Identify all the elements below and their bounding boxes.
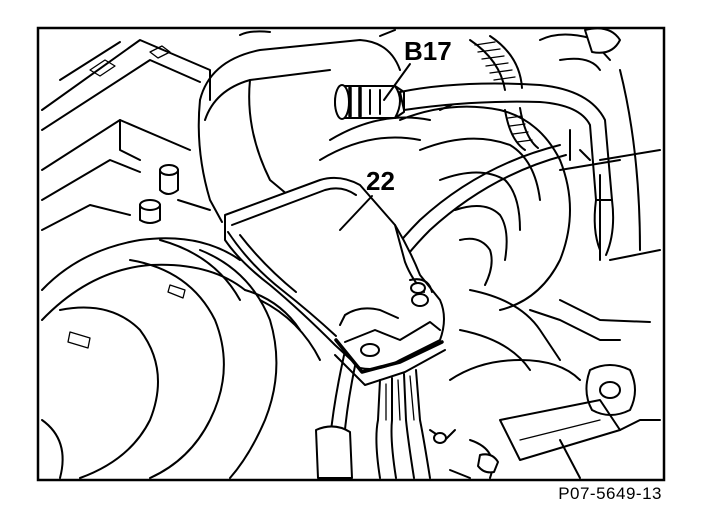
label-22: 22 xyxy=(366,166,395,196)
lower-air-duct xyxy=(41,237,321,479)
ribbed-intake-hose xyxy=(319,96,571,311)
part-22-housing xyxy=(224,176,446,386)
engine-head-block xyxy=(41,39,211,231)
right-pipes xyxy=(539,27,661,261)
b17-sensor xyxy=(334,84,405,120)
figure-reference-code: P07-5649-13 xyxy=(558,484,662,503)
lower-right-components xyxy=(429,289,661,479)
mounting-bolts xyxy=(139,164,211,224)
illustration-frame xyxy=(36,26,666,482)
air-duct-upper xyxy=(197,29,401,223)
leader-b17 xyxy=(383,63,411,101)
wiring-harness xyxy=(469,35,539,151)
part-22-connector xyxy=(375,369,431,479)
label-b17: B17 xyxy=(404,36,452,66)
leader-22 xyxy=(339,195,373,231)
sensor-hose xyxy=(399,82,615,256)
